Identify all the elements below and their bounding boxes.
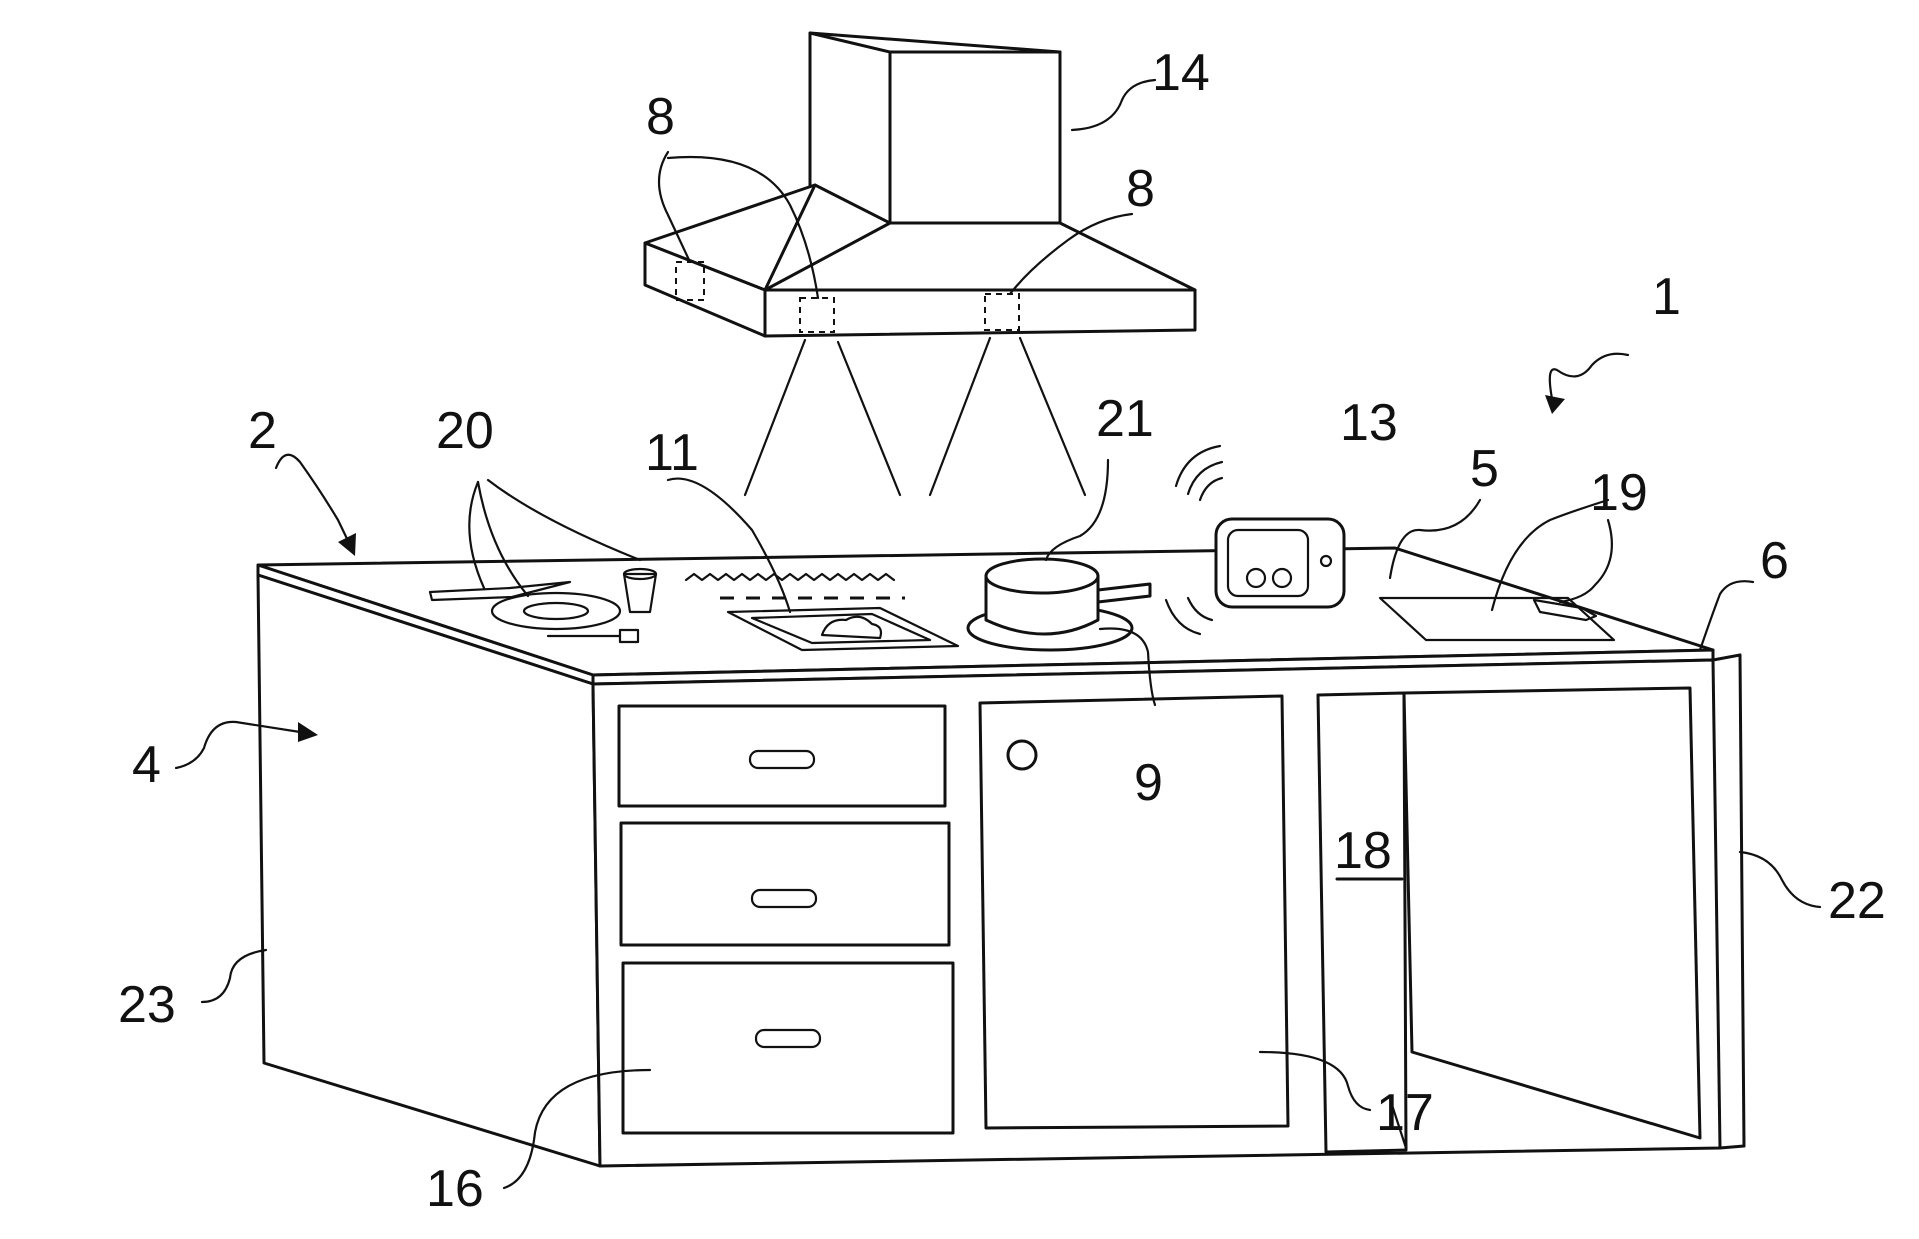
plate bbox=[490, 591, 622, 631]
label-6: 6 bbox=[1760, 532, 1789, 590]
label-23: 23 bbox=[118, 976, 176, 1034]
label-5: 5 bbox=[1470, 440, 1499, 498]
label-19: 19 bbox=[1590, 464, 1648, 522]
label-13: 13 bbox=[1340, 394, 1398, 452]
label-16: 16 bbox=[426, 1160, 484, 1218]
drawer-bottom-handle bbox=[754, 1028, 822, 1049]
label-1: 1 bbox=[1652, 268, 1681, 326]
stylus bbox=[1532, 598, 1598, 622]
drawer-middle bbox=[619, 821, 951, 947]
label-9: 9 bbox=[1134, 754, 1163, 812]
label-11: 11 bbox=[645, 424, 699, 482]
drawer-top bbox=[617, 704, 947, 808]
drawer-bottom bbox=[621, 961, 955, 1135]
label-20: 20 bbox=[436, 402, 494, 460]
label-4: 4 bbox=[132, 736, 161, 794]
glass bbox=[622, 572, 658, 614]
label-8-left: 8 bbox=[646, 88, 675, 146]
label-22: 22 bbox=[1828, 872, 1886, 930]
remote-device bbox=[1164, 444, 1346, 636]
arrow-4 bbox=[298, 722, 318, 742]
pot bbox=[984, 557, 1152, 636]
label-2: 2 bbox=[248, 402, 277, 460]
cupboard-door bbox=[978, 694, 1290, 1130]
label-21: 21 bbox=[1096, 390, 1154, 448]
cutting-board bbox=[726, 606, 960, 652]
leader-lines bbox=[174, 78, 1822, 1190]
knife bbox=[428, 580, 572, 602]
reference-numerals: 1 2 4 5 6 8 8 9 11 13 14 16 17 18 19 20 … bbox=[118, 44, 1886, 1218]
hinged-panel bbox=[1402, 686, 1702, 1140]
label-8-right: 8 bbox=[1126, 160, 1155, 218]
label-18: 18 bbox=[1334, 822, 1392, 880]
worktop-objects bbox=[428, 444, 1616, 652]
signal-waves bbox=[1174, 444, 1224, 502]
zigzag-strip bbox=[684, 572, 896, 582]
arrow-2 bbox=[338, 533, 356, 556]
open-bay bbox=[1316, 691, 1408, 1154]
sensor-8-right bbox=[984, 293, 1020, 331]
drawer-middle-handle bbox=[750, 888, 818, 909]
tablet bbox=[1378, 596, 1616, 642]
door-knob bbox=[1006, 739, 1038, 771]
extractor-hood bbox=[643, 31, 1197, 497]
drawer-top-handle bbox=[748, 749, 816, 770]
label-17: 17 bbox=[1376, 1084, 1434, 1142]
arrow-1 bbox=[1545, 395, 1565, 414]
label-14: 14 bbox=[1152, 44, 1210, 102]
